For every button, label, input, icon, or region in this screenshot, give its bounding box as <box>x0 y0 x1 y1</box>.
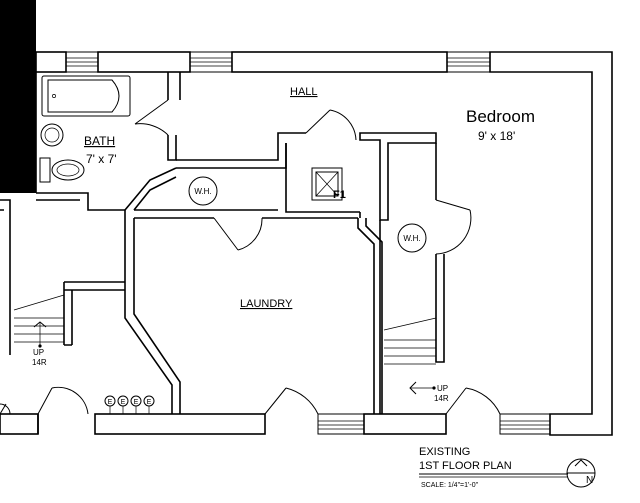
svg-text:N: N <box>586 475 593 486</box>
svg-text:E: E <box>121 399 126 406</box>
bath-room: BATH 7' x 7' <box>36 72 181 211</box>
laundry-door-swing <box>213 217 263 251</box>
bathtub-basin <box>47 79 120 113</box>
scale-note: SCALE: 1/4"=1'-0" <box>421 482 479 489</box>
title-line-1: EXISTING <box>419 446 470 458</box>
left-stair: UP 14R <box>0 199 125 434</box>
water-heater-2: W.H. <box>397 223 427 253</box>
bedroom-exterior-door <box>445 387 501 415</box>
title-line-2: 1ST FLOOR PLAN <box>419 460 512 472</box>
top-windows <box>65 51 491 73</box>
electric-meters: E E E E <box>104 395 155 414</box>
toilet-tank <box>39 157 51 183</box>
hall-label: HALL <box>290 86 318 98</box>
interior-walls <box>124 132 445 414</box>
furnace-label: F1 <box>333 189 346 201</box>
toilet-bowl <box>51 159 85 181</box>
bedroom-label: Bedroom <box>466 107 535 126</box>
svg-text:UP: UP <box>33 348 44 357</box>
svg-text:W.H.: W.H. <box>194 187 211 196</box>
bedroom-size: 9' x 18' <box>478 129 515 143</box>
bedroom-door-swing <box>435 199 472 255</box>
laundry-exterior-door <box>264 387 319 415</box>
bathtub <box>41 75 131 117</box>
water-heater-1: W.H. <box>188 176 218 206</box>
bath-size: 7' x 7' <box>86 152 117 166</box>
closet-door-swing <box>305 109 357 141</box>
north-arrow-icon: N <box>566 458 596 488</box>
laundry-label: LAUNDRY <box>240 298 293 310</box>
bath-door-swing <box>134 99 169 136</box>
svg-text:UP: UP <box>437 384 448 393</box>
svg-text:E: E <box>134 399 139 406</box>
svg-text:E: E <box>108 399 113 406</box>
title-block: EXISTING 1ST FLOOR PLAN SCALE: 1/4"=1'-0… <box>419 446 596 489</box>
svg-text:14R: 14R <box>32 358 47 367</box>
svg-text:W.H.: W.H. <box>403 234 420 243</box>
svg-text:E: E <box>147 399 152 406</box>
bath-sink <box>40 123 64 147</box>
bottom-windows <box>317 413 551 435</box>
bath-label: BATH <box>84 134 115 148</box>
furnace-unit: F1 <box>311 167 346 201</box>
svg-text:14R: 14R <box>434 394 449 403</box>
black-mass <box>0 0 36 193</box>
right-stair: UP 14R <box>383 317 449 403</box>
